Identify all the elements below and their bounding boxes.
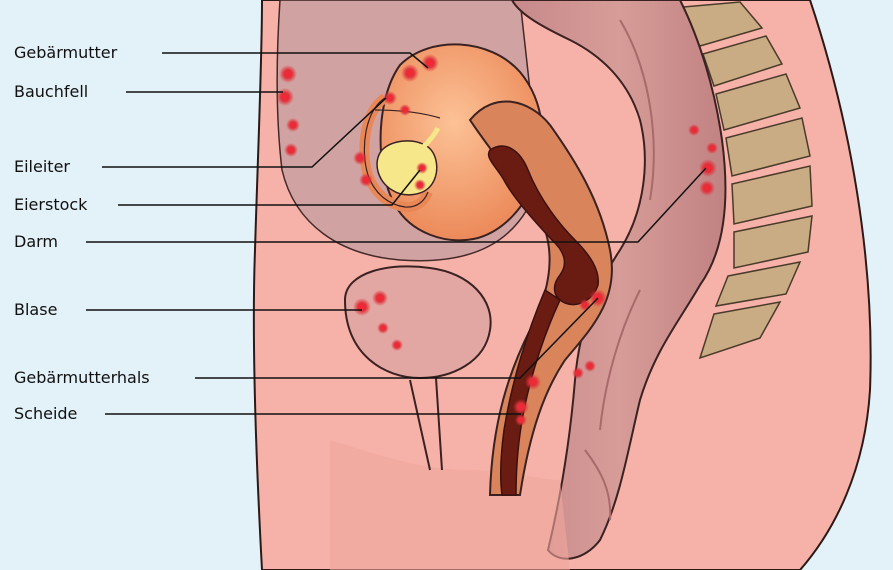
lesion-spot xyxy=(286,118,300,132)
lesion-spot xyxy=(414,179,426,191)
label-vagina: Scheide xyxy=(14,404,77,424)
lesion-spot xyxy=(699,159,717,177)
lesion-spot xyxy=(276,88,294,106)
lesion-spot xyxy=(584,360,596,372)
lesion-spot xyxy=(572,367,584,379)
lesion-spot xyxy=(401,64,419,82)
lesion-spot xyxy=(515,414,527,426)
label-peritoneum: Bauchfell xyxy=(14,82,88,102)
lesion-spot xyxy=(353,151,367,165)
lesion-spot xyxy=(372,290,388,306)
lesion-spot xyxy=(688,124,700,136)
label-bladder: Blase xyxy=(14,300,57,320)
lesion-spot xyxy=(353,298,371,316)
lesion-spot xyxy=(399,104,411,116)
lesion-spot xyxy=(391,339,403,351)
lesion-spot xyxy=(706,142,718,154)
lesion-spot xyxy=(377,322,389,334)
lesion-spot xyxy=(421,54,439,72)
lesion-spot xyxy=(699,180,715,196)
lesion-spot xyxy=(359,173,373,187)
lesion-spot xyxy=(279,65,297,83)
label-cervix: Gebärmutterhals xyxy=(14,368,150,388)
lesion-spot xyxy=(579,299,591,311)
lesion-spot xyxy=(284,143,298,157)
label-ovary: Eierstock xyxy=(14,195,87,215)
lesion-spot xyxy=(525,374,541,390)
label-bowel: Darm xyxy=(14,232,58,252)
lesion-spot xyxy=(513,399,529,415)
label-uterus: Gebärmutter xyxy=(14,43,117,63)
label-fallopian-tube: Eileiter xyxy=(14,157,70,177)
